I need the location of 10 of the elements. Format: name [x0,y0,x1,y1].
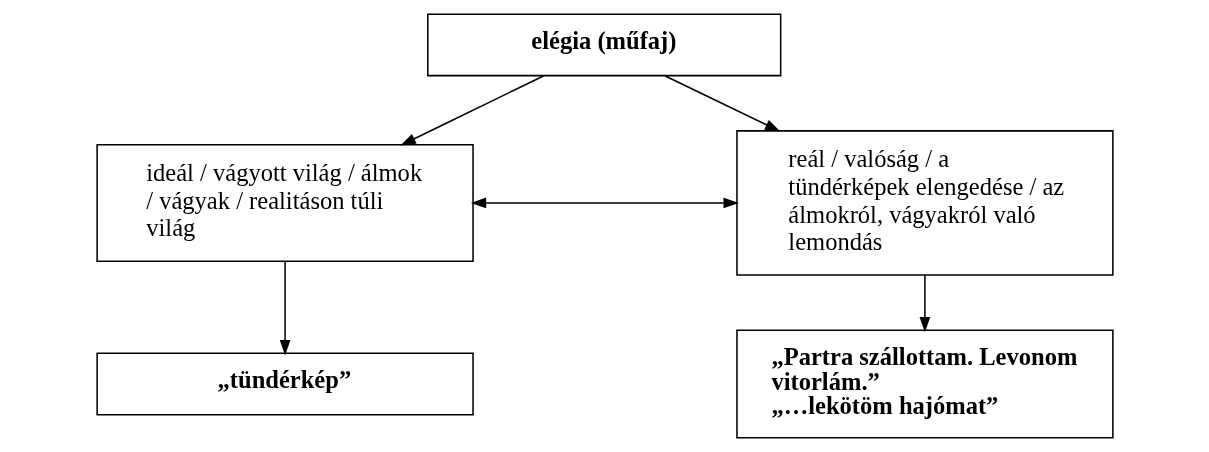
node-box: reál / valóság / a tündérképek elengedése / az álmokról, vágyakról való lemondás [735,130,1114,276]
arrow [470,197,739,209]
node-box: elégia (műfaj) [426,13,781,77]
arrow [399,75,544,146]
node-box: „tündérkép” [95,352,474,416]
node-box: „Partra szállottam. Levonom vitorlám.” „…lekötöm hajómat” [735,329,1114,439]
arrow [919,274,930,333]
arrow [664,75,780,132]
arrow [279,260,290,356]
node-box: ideál / vágyott világ / álmok / vágyak / realitáson túli világ [95,143,474,263]
